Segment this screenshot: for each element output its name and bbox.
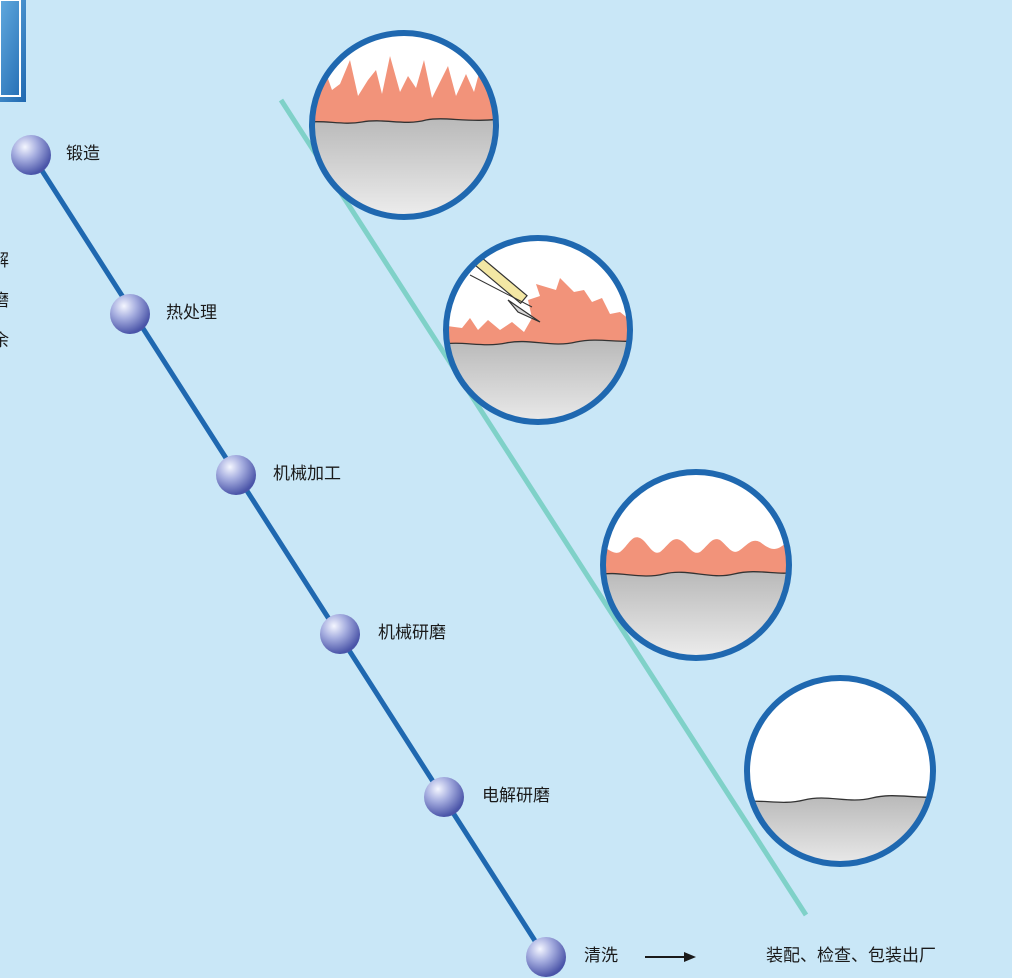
node-cleaning <box>526 937 566 977</box>
arrow-icon <box>645 952 696 962</box>
cutting-tool-icon <box>466 249 541 323</box>
final-step-label: 装配、检查、包装出厂 <box>766 946 936 966</box>
node-heat-treatment <box>110 294 150 334</box>
side-text-char: 余 <box>0 331 9 351</box>
surface-line <box>278 98 809 917</box>
node-machining <box>216 455 256 495</box>
step-label-electrolytic-grinding: 电解研磨 <box>482 786 550 806</box>
step-label-machining: 机械加工 <box>273 464 341 484</box>
magnifier-rough-burrs <box>309 30 499 220</box>
magnifier-clean-surface <box>744 675 936 867</box>
node-forging <box>11 135 51 175</box>
step-label-cleaning: 清洗 <box>584 946 618 966</box>
process-line <box>29 153 549 960</box>
magnifier-smoothed-burrs <box>600 469 792 661</box>
corner-decoration <box>0 0 26 102</box>
magnifier-tool-cutting <box>443 235 633 425</box>
side-text-char: 解 <box>0 251 9 271</box>
step-label-forging: 锻造 <box>66 144 100 164</box>
tool-cutting-icon <box>446 278 630 350</box>
node-mechanical-grinding <box>320 614 360 654</box>
step-label-mechanical-grinding: 机械研磨 <box>378 623 446 643</box>
side-text-char: 磨 <box>0 291 9 311</box>
step-nodes <box>11 135 566 977</box>
step-label-heat-treatment: 热处理 <box>166 303 217 323</box>
node-electrolytic-grinding <box>424 777 464 817</box>
